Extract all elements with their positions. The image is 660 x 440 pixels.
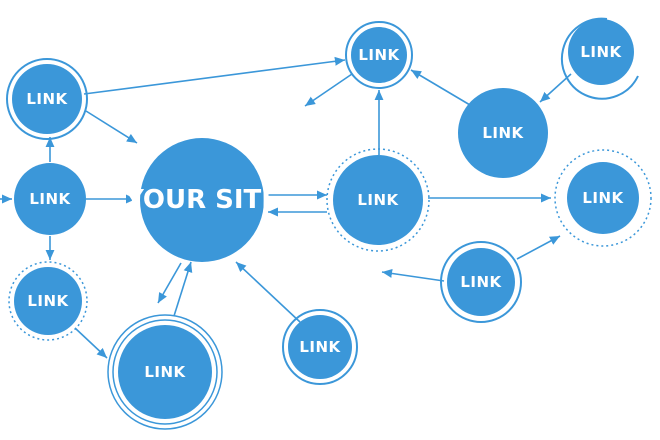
edge-link-right-lower-to-outward <box>381 269 445 282</box>
edge-link-bottom-mid-to-your-site <box>235 261 301 323</box>
node-link-big-right[interactable]: LINK <box>458 88 548 178</box>
node-link-top-mid[interactable]: LINK <box>345 21 413 89</box>
edge-link-top-left-to-your-site <box>85 110 138 144</box>
node-link-bottom-left[interactable]: LINK <box>107 314 223 430</box>
node-link-mid-right-label: LINK <box>357 191 399 209</box>
node-link-right-lower-label: LINK <box>460 273 502 291</box>
node-your-site[interactable]: YOUR SITE <box>124 138 279 262</box>
node-link-bottom-left-circle <box>118 325 212 419</box>
node-link-left-circle <box>14 163 86 235</box>
edges <box>0 56 572 359</box>
node-link-mid-right-circle <box>333 155 423 245</box>
node-link-top-mid-label: LINK <box>358 46 400 64</box>
node-link-bottom-left-label: LINK <box>144 363 186 381</box>
edge-link-bottom-left-to-your-site <box>173 261 193 317</box>
node-link-right-circle <box>567 162 639 234</box>
node-link-right-label: LINK <box>582 189 624 207</box>
node-link-right-lower-circle <box>447 248 515 316</box>
node-link-lower-left[interactable]: LINK <box>8 261 88 341</box>
node-link-bottom-mid[interactable]: LINK <box>282 309 358 385</box>
node-link-mid-right[interactable]: LINK <box>326 148 430 252</box>
node-link-mid-right-ring <box>326 148 430 252</box>
node-link-bottom-mid-circle <box>288 315 352 379</box>
edge-link-top-mid-to-outward <box>304 73 353 107</box>
edge-link-top-right-to-link-big-right <box>539 73 572 103</box>
node-link-left-label: LINK <box>29 190 71 208</box>
edge-link-lower-left-to-link-bottom-left <box>74 327 108 359</box>
node-link-right[interactable]: LINK <box>554 149 652 247</box>
node-link-bottom-left-ring-inner <box>112 319 218 425</box>
node-link-big-right-circle <box>458 88 548 178</box>
node-link-bottom-mid-label: LINK <box>299 338 341 356</box>
node-link-right-lower[interactable]: LINK <box>440 241 522 323</box>
node-link-top-mid-circle <box>351 27 407 83</box>
node-link-lower-left-ring <box>8 261 88 341</box>
node-link-top-right[interactable]: LINK <box>560 17 639 100</box>
edge-link-top-left-to-link-top-mid <box>83 56 346 95</box>
node-link-top-mid-ring <box>345 21 413 89</box>
node-your-site-label: YOUR SITE <box>124 185 279 215</box>
node-link-right-lower-ring <box>440 241 522 323</box>
node-link-top-left[interactable]: LINK <box>6 58 88 140</box>
node-link-top-right-arc <box>560 17 639 100</box>
node-link-bottom-mid-ring <box>282 309 358 385</box>
node-link-lower-left-label: LINK <box>27 292 69 310</box>
node-link-left[interactable]: LINK <box>14 163 86 235</box>
edge-link-right-lower-to-link-right <box>516 235 561 260</box>
node-link-big-right-label: LINK <box>482 124 524 142</box>
node-link-bottom-left-ring-outer <box>107 314 223 430</box>
node-link-top-left-circle <box>12 64 82 134</box>
node-link-top-left-ring <box>6 58 88 140</box>
node-link-top-right-circle <box>568 19 634 85</box>
node-link-top-right-label: LINK <box>580 43 622 61</box>
edge-your-site-to-link-bottom-left <box>157 262 182 304</box>
node-your-site-circle <box>140 138 264 262</box>
edge-link-big-right-to-link-top-mid <box>410 69 471 106</box>
node-link-top-left-label: LINK <box>26 90 68 108</box>
node-link-right-ring <box>554 149 652 247</box>
node-link-lower-left-circle <box>14 267 82 335</box>
